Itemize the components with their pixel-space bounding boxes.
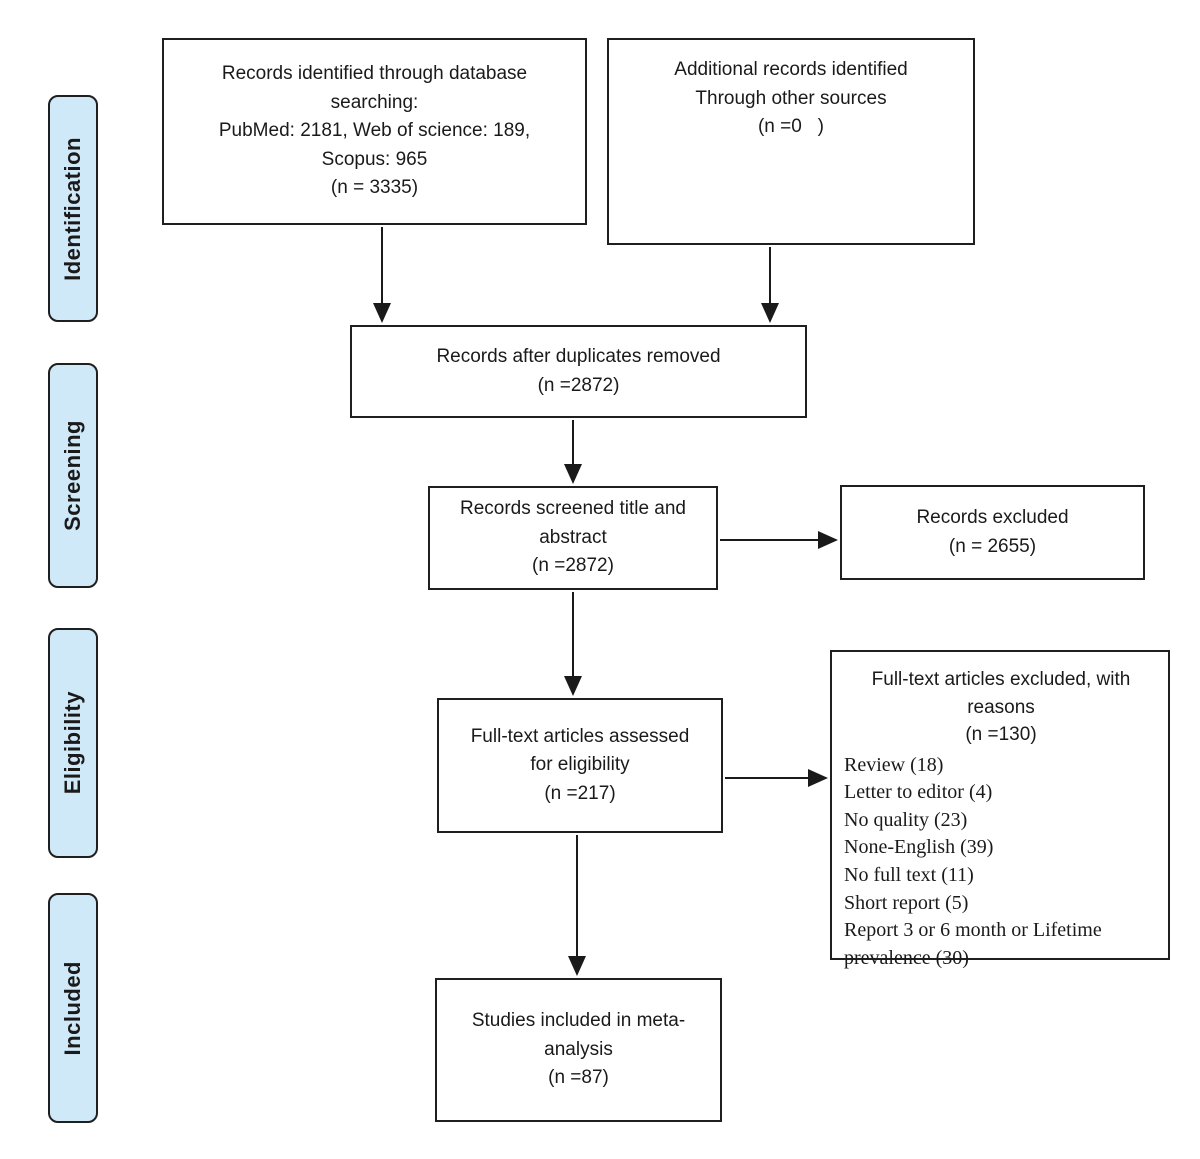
box-fulltext-excluded-reasons: Full-text articles excluded, with reason…	[830, 650, 1170, 969]
box-records-excluded: Records excluded (n = 2655)	[840, 485, 1145, 580]
exclusion-reason-item: Report 3 or 6 month or Lifetime prevalen…	[844, 919, 1102, 969]
box-records-identified-database: Records identified through database sear…	[162, 38, 587, 225]
exclusion-reason-item: None-English (39)	[844, 836, 994, 859]
stage-label-included: Included	[48, 893, 98, 1123]
box-studies-included: Studies included in meta- analysis (n =8…	[435, 978, 722, 1122]
box-text: Records identified through database sear…	[218, 63, 531, 199]
box-text: Records after duplicates removed (n =287…	[436, 346, 721, 396]
box-heading: Full-text articles excluded, with reason…	[871, 669, 1131, 746]
stage-label-text: Eligibility	[60, 691, 85, 795]
stage-label-eligibility: Eligibility	[48, 628, 98, 858]
exclusion-reason-list: Review (18) Letter to editor (4) No qualit…	[844, 752, 1158, 973]
stage-label-text: Screening	[60, 420, 85, 531]
box-text: Records screened title and abstract (n =…	[459, 498, 686, 577]
box-text: Full-text articles assessed for eligibil…	[470, 725, 690, 804]
exclusion-reason-item: No quality (23)	[844, 808, 968, 831]
box-text: Studies included in meta- analysis (n =8…	[471, 1010, 686, 1089]
box-records-after-duplicates-removed: Records after duplicates removed (n =287…	[350, 325, 807, 418]
box-additional-records-other-sources: Additional records identified Through ot…	[607, 38, 975, 245]
exclusion-reason-item: Review (18)	[844, 753, 944, 776]
box-records-screened: Records screened title and abstract (n =…	[428, 486, 718, 590]
box-text: Additional records identified Through ot…	[674, 59, 908, 137]
stage-label-text: Identification	[60, 136, 85, 281]
exclusion-reason-item: Short report (5)	[844, 891, 969, 914]
box-fulltext-assessed: Full-text articles assessed for eligibil…	[437, 698, 723, 833]
exclusion-reason-item: Letter to editor (4)	[844, 781, 993, 804]
stage-label-screening: Screening	[48, 363, 98, 588]
exclusion-reason-item: No full text (11)	[844, 864, 974, 887]
stage-label-identification: Identification	[48, 95, 98, 322]
stage-label-text: Included	[60, 960, 85, 1056]
box-text: Records excluded (n = 2655)	[916, 507, 1069, 557]
